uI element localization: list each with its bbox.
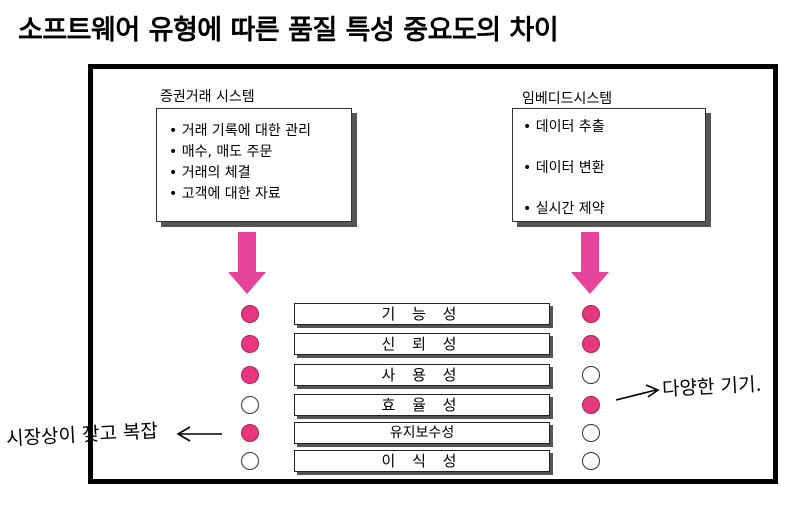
right-importance-dot <box>582 396 600 414</box>
handwritten-note-right: 다양한 기기. <box>661 373 763 401</box>
right-importance-dot <box>582 366 600 384</box>
left-importance-dot <box>241 335 259 353</box>
quality-attribute-box: 사 용 성 <box>294 364 550 386</box>
quality-attribute-box: 이 식 성 <box>294 450 550 472</box>
right-down-arrow <box>571 232 609 294</box>
left-importance-dot <box>241 452 259 470</box>
left-system-item: 매수, 매도 주문 <box>169 142 351 163</box>
quality-attribute-box: 기 능 성 <box>294 303 550 325</box>
hand-arrow-right <box>615 384 660 401</box>
right-importance-dot <box>582 424 600 442</box>
left-system-title: 증권거래 시스템 <box>160 86 255 106</box>
left-importance-dot <box>241 366 259 384</box>
right-importance-dot <box>582 305 600 323</box>
left-importance-dot <box>241 305 259 323</box>
left-importance-dot <box>241 396 259 414</box>
right-system-item: 실시간 제약 <box>523 199 705 220</box>
left-system-item: 거래 기록에 대한 관리 <box>169 121 351 142</box>
right-system-note: 데이터 추출 데이터 변환 실시간 제약 <box>512 108 706 222</box>
left-importance-dot <box>241 424 259 442</box>
right-importance-dot <box>582 452 600 470</box>
left-system-item: 고객에 대한 자료 <box>169 184 351 205</box>
right-system-item: 데이터 변환 <box>523 158 705 179</box>
right-system-title: 임베디드시스템 <box>522 88 613 108</box>
quality-attribute-box: 신 뢰 성 <box>294 333 550 355</box>
left-down-arrow <box>228 232 266 294</box>
hand-arrow-left <box>176 426 222 442</box>
quality-attribute-box: 효 율 성 <box>294 394 550 416</box>
right-system-item: 데이터 추출 <box>523 117 705 138</box>
left-system-note: 거래 기록에 대한 관리 매수, 매도 주문 거래의 체결 고객에 대한 자료 <box>156 108 352 222</box>
left-system-item: 거래의 체결 <box>169 163 351 184</box>
right-importance-dot <box>582 335 600 353</box>
quality-attribute-box: 유지보수성 <box>294 422 550 444</box>
page-title: 소프트웨어 유형에 따른 품질 특성 중요도의 차이 <box>18 15 559 46</box>
